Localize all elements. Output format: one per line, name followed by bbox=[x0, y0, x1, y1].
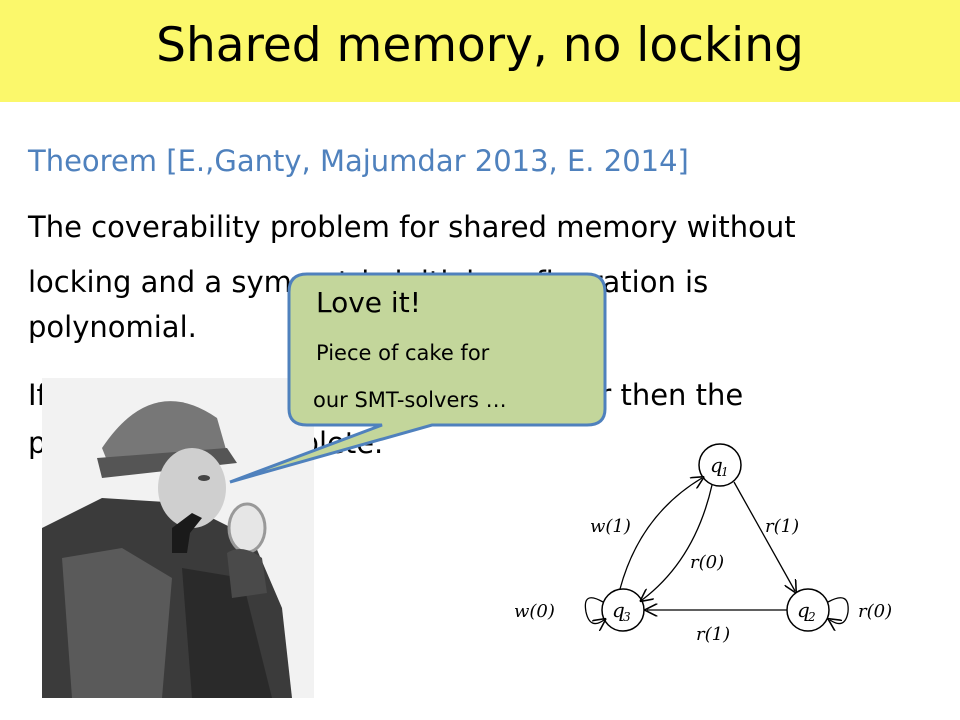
loop-q3 bbox=[584, 597, 604, 624]
title-bar bbox=[0, 0, 960, 102]
node-q3 bbox=[601, 588, 645, 632]
bubble-line1: Love it! bbox=[316, 286, 421, 319]
node-q1 bbox=[698, 443, 742, 487]
edge-label-r0-inner: r(0) bbox=[690, 552, 724, 573]
edge-q1-q2 bbox=[733, 481, 795, 591]
node-q1-sub: 1 bbox=[721, 465, 729, 479]
edge-label-r0-loop: r(0) bbox=[858, 601, 892, 622]
slide-title: Shared memory, no locking bbox=[156, 18, 804, 73]
theorem-heading: Theorem [E.,Ganty, Majumdar 2013, E. 201… bbox=[28, 144, 689, 178]
loop-q2 bbox=[828, 597, 849, 624]
edge-label-r1-right: r(1) bbox=[765, 516, 799, 537]
detective-photo bbox=[42, 378, 314, 698]
bubble-line3: our SMT-solvers … bbox=[313, 388, 507, 412]
edge-label-w1: w(1) bbox=[590, 516, 631, 537]
paragraph1-line1: The coverability problem for shared memo… bbox=[28, 210, 796, 244]
edge-label-r1-bottom: r(1) bbox=[696, 624, 730, 645]
edge-q3-q1 bbox=[619, 478, 702, 590]
edge-label-w0-loop: w(0) bbox=[514, 601, 555, 622]
bubble-line2: Piece of cake for bbox=[316, 341, 490, 365]
node-q1-label: q bbox=[710, 453, 723, 477]
speech-bubble bbox=[229, 272, 607, 484]
node-q3-sub: 3 bbox=[623, 610, 631, 624]
node-q2-label: q bbox=[797, 598, 810, 622]
edge-q1-q3 bbox=[642, 484, 713, 600]
node-q2-sub: 2 bbox=[807, 610, 816, 624]
node-q3-label: q bbox=[612, 598, 625, 622]
paragraph1-line3: polynomial. bbox=[28, 310, 197, 344]
automaton-diagram: q 1 q 2 q 3 w(1) r(1) r(0) r(1) w(0) r(0… bbox=[514, 443, 892, 645]
